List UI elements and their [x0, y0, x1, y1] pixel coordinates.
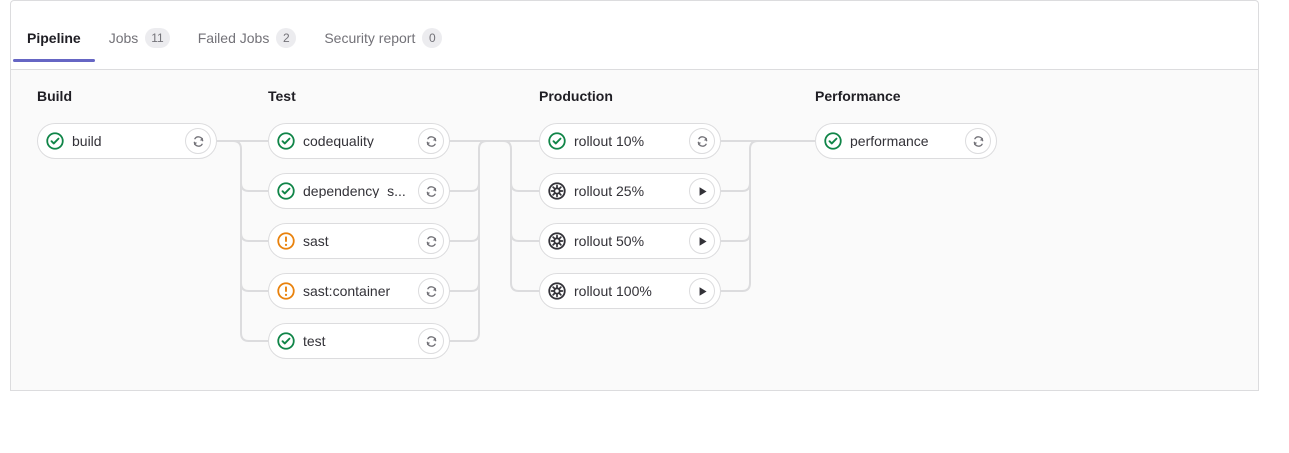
retry-job-button[interactable] [965, 128, 991, 154]
job-name: rollout 10% [574, 134, 645, 148]
play-icon [699, 236, 707, 246]
tab-label: Pipeline [27, 30, 81, 46]
card-top-edge [10, 0, 1259, 8]
status-manual-icon [548, 282, 566, 300]
stage-title: Performance [815, 88, 901, 104]
retry-icon [426, 235, 436, 247]
status-warning-icon [277, 282, 295, 300]
retry-icon [697, 135, 707, 147]
status-warning-icon [277, 282, 295, 300]
status-warning-icon [277, 232, 295, 250]
play-icon [699, 186, 707, 196]
status-success-icon [277, 182, 295, 200]
tab-failed-jobs[interactable]: Failed Jobs 2 [184, 7, 311, 69]
retry-job-button[interactable] [185, 128, 211, 154]
tab-badge: 2 [276, 28, 297, 48]
pipeline-job-node[interactable]: sast [268, 223, 450, 259]
retry-icon [193, 135, 203, 147]
pipeline-job-node[interactable]: rollout 10% [539, 123, 721, 159]
status-success-icon [277, 182, 295, 200]
play-icon [699, 286, 707, 296]
job-name: dependency_s... [303, 184, 406, 198]
run-job-button[interactable] [689, 278, 715, 304]
status-manual-icon [548, 182, 566, 200]
status-success-icon [46, 132, 64, 150]
tab-separator [10, 69, 1259, 70]
job-name: rollout 50% [574, 234, 645, 248]
retry-job-button[interactable] [418, 178, 444, 204]
tab-list: Pipeline Jobs 11 Failed Jobs 2 Security repor… [11, 7, 456, 69]
status-manual-icon [548, 282, 566, 300]
tab-badge: 11 [145, 28, 170, 48]
run-job-button[interactable] [689, 178, 715, 204]
status-manual-icon [548, 182, 566, 200]
stage-title: Test [268, 88, 296, 104]
pipeline-job-node[interactable]: sast:container [268, 273, 450, 309]
status-success-icon [277, 332, 295, 350]
status-success-icon [277, 132, 295, 150]
job-name: rollout 100% [574, 284, 652, 298]
pipeline-job-node[interactable]: rollout 100% [539, 273, 721, 309]
retry-job-button[interactable] [418, 128, 444, 154]
stage-title: Production [539, 88, 613, 104]
job-name: performance [850, 134, 929, 148]
pipeline-graph-panel: Build build Test codequality dependency_s...… [10, 70, 1259, 391]
pipeline-job-node[interactable]: build [37, 123, 217, 159]
status-success-icon [548, 132, 566, 150]
pipeline-job-node[interactable]: dependency_s... [268, 173, 450, 209]
retry-job-button[interactable] [418, 328, 444, 354]
retry-job-button[interactable] [689, 128, 715, 154]
job-name: sast [303, 234, 329, 248]
retry-job-button[interactable] [418, 278, 444, 304]
tab-security-report[interactable]: Security report 0 [310, 7, 456, 69]
status-manual-icon [548, 232, 566, 250]
retry-icon [426, 335, 436, 347]
run-job-button[interactable] [689, 228, 715, 254]
retry-icon [426, 285, 436, 297]
pipeline-job-node[interactable]: test [268, 323, 450, 359]
job-name: test [303, 334, 326, 348]
status-success-icon [824, 132, 842, 150]
tab-label: Failed Jobs [197, 30, 270, 46]
tab-bar: Pipeline Jobs 11 Failed Jobs 2 Security repor… [10, 7, 1259, 69]
tab-label: Security report [324, 30, 416, 46]
job-name: rollout 25% [574, 184, 645, 198]
status-success-icon [277, 132, 295, 150]
status-success-icon [824, 132, 842, 150]
retry-icon [973, 135, 983, 147]
pipeline-job-node[interactable]: codequality [268, 123, 450, 159]
stage-title: Build [37, 88, 72, 104]
job-name: sast:container [303, 284, 391, 298]
retry-icon [426, 135, 436, 147]
tab-label: Jobs [108, 30, 139, 46]
retry-icon [426, 185, 436, 197]
status-warning-icon [277, 232, 295, 250]
pipeline-job-node[interactable]: performance [815, 123, 997, 159]
job-name: build [72, 134, 102, 148]
job-name: codequality [303, 134, 374, 148]
tab-badge: 0 [422, 28, 443, 48]
status-success-icon [277, 332, 295, 350]
tab-jobs[interactable]: Jobs 11 [95, 7, 184, 69]
retry-job-button[interactable] [418, 228, 444, 254]
tab-pipeline[interactable]: Pipeline [13, 7, 95, 69]
pipeline-job-node[interactable]: rollout 50% [539, 223, 721, 259]
status-success-icon [46, 132, 64, 150]
status-success-icon [548, 132, 566, 150]
pipeline-job-node[interactable]: rollout 25% [539, 173, 721, 209]
status-manual-icon [548, 232, 566, 250]
